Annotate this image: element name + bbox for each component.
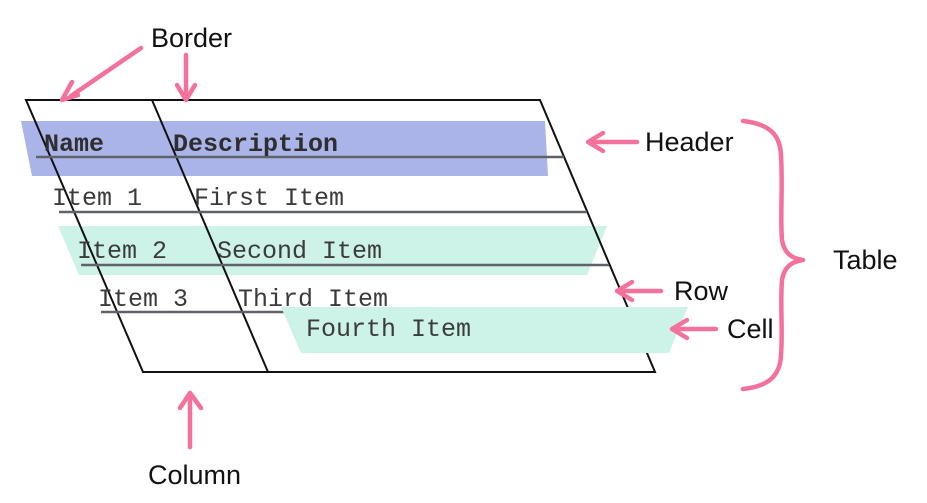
cell-name-row2: Item 2 — [77, 237, 168, 266]
cell-description-row1: First Item — [194, 184, 345, 213]
label-column: Column — [148, 460, 242, 490]
label-row: Row — [674, 276, 729, 306]
arrow-border-left — [59, 45, 144, 103]
header-highlight-band — [21, 121, 548, 176]
label-cell: Cell — [727, 314, 774, 344]
column-divider-line — [151, 99, 269, 373]
table-border-outline — [24, 99, 657, 373]
brace-table — [740, 118, 806, 392]
arrow-header — [585, 130, 640, 154]
cell-name-row3: Item 3 — [98, 285, 189, 314]
header-cell-description: Description — [173, 130, 339, 159]
label-table: Table — [833, 245, 898, 275]
arrow-cell — [669, 317, 719, 341]
floating-cell-text: Fourth Item — [306, 315, 472, 344]
cell-highlight-band — [281, 307, 688, 353]
arrow-border-down — [174, 52, 198, 103]
row-highlight-band — [58, 226, 607, 275]
arrow-row — [614, 279, 664, 303]
cell-name-row1: Item 1 — [52, 184, 143, 213]
header-cell-name: Name — [44, 130, 105, 159]
label-header: Header — [645, 127, 734, 157]
label-border: Border — [151, 23, 233, 53]
arrow-column — [177, 390, 204, 450]
cell-description-row2: Second Item — [217, 237, 383, 266]
